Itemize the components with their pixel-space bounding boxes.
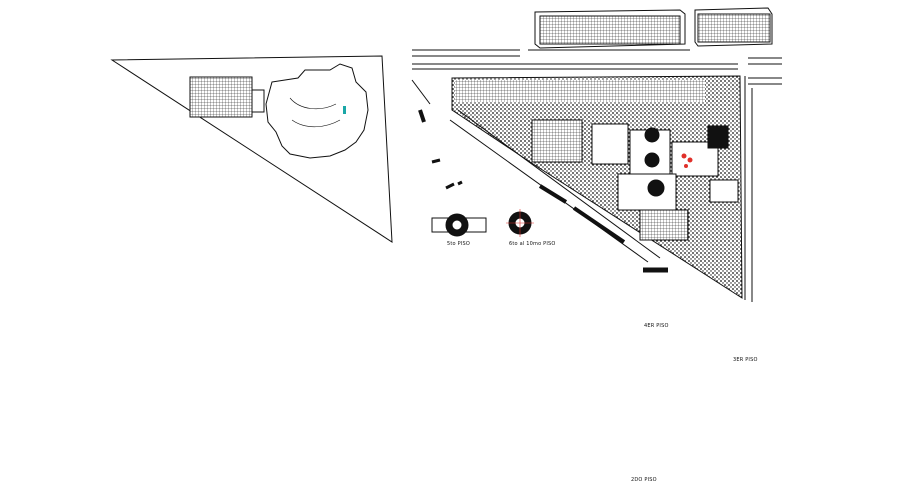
floor-plan-5th <box>431 213 487 237</box>
label-third-floor: 3ER PISO <box>733 357 758 363</box>
diagonal-road <box>411 79 668 273</box>
accent-marker-red <box>681 153 693 168</box>
parking-lot-top-1 <box>534 9 686 49</box>
site-plan-main <box>451 75 743 299</box>
label-sixth-to-tenth-floor: 6to al 10mo PISO <box>509 241 556 247</box>
main-building-complex <box>531 119 739 241</box>
label-fifth-floor: 5to PISO <box>447 241 470 247</box>
floor-plan-6th-to-10th <box>506 209 534 237</box>
parking-lot-top-2 <box>694 7 773 47</box>
site-plan-triangle-topleft <box>110 55 393 243</box>
label-second-floor: 2DO PISO <box>631 477 657 483</box>
accent-marker-teal <box>343 106 346 114</box>
roads-top <box>412 49 782 302</box>
building-outline-topleft <box>265 63 369 159</box>
label-fourth-floor: 4ER PISO <box>644 323 669 329</box>
parking-block-topleft <box>189 76 265 118</box>
